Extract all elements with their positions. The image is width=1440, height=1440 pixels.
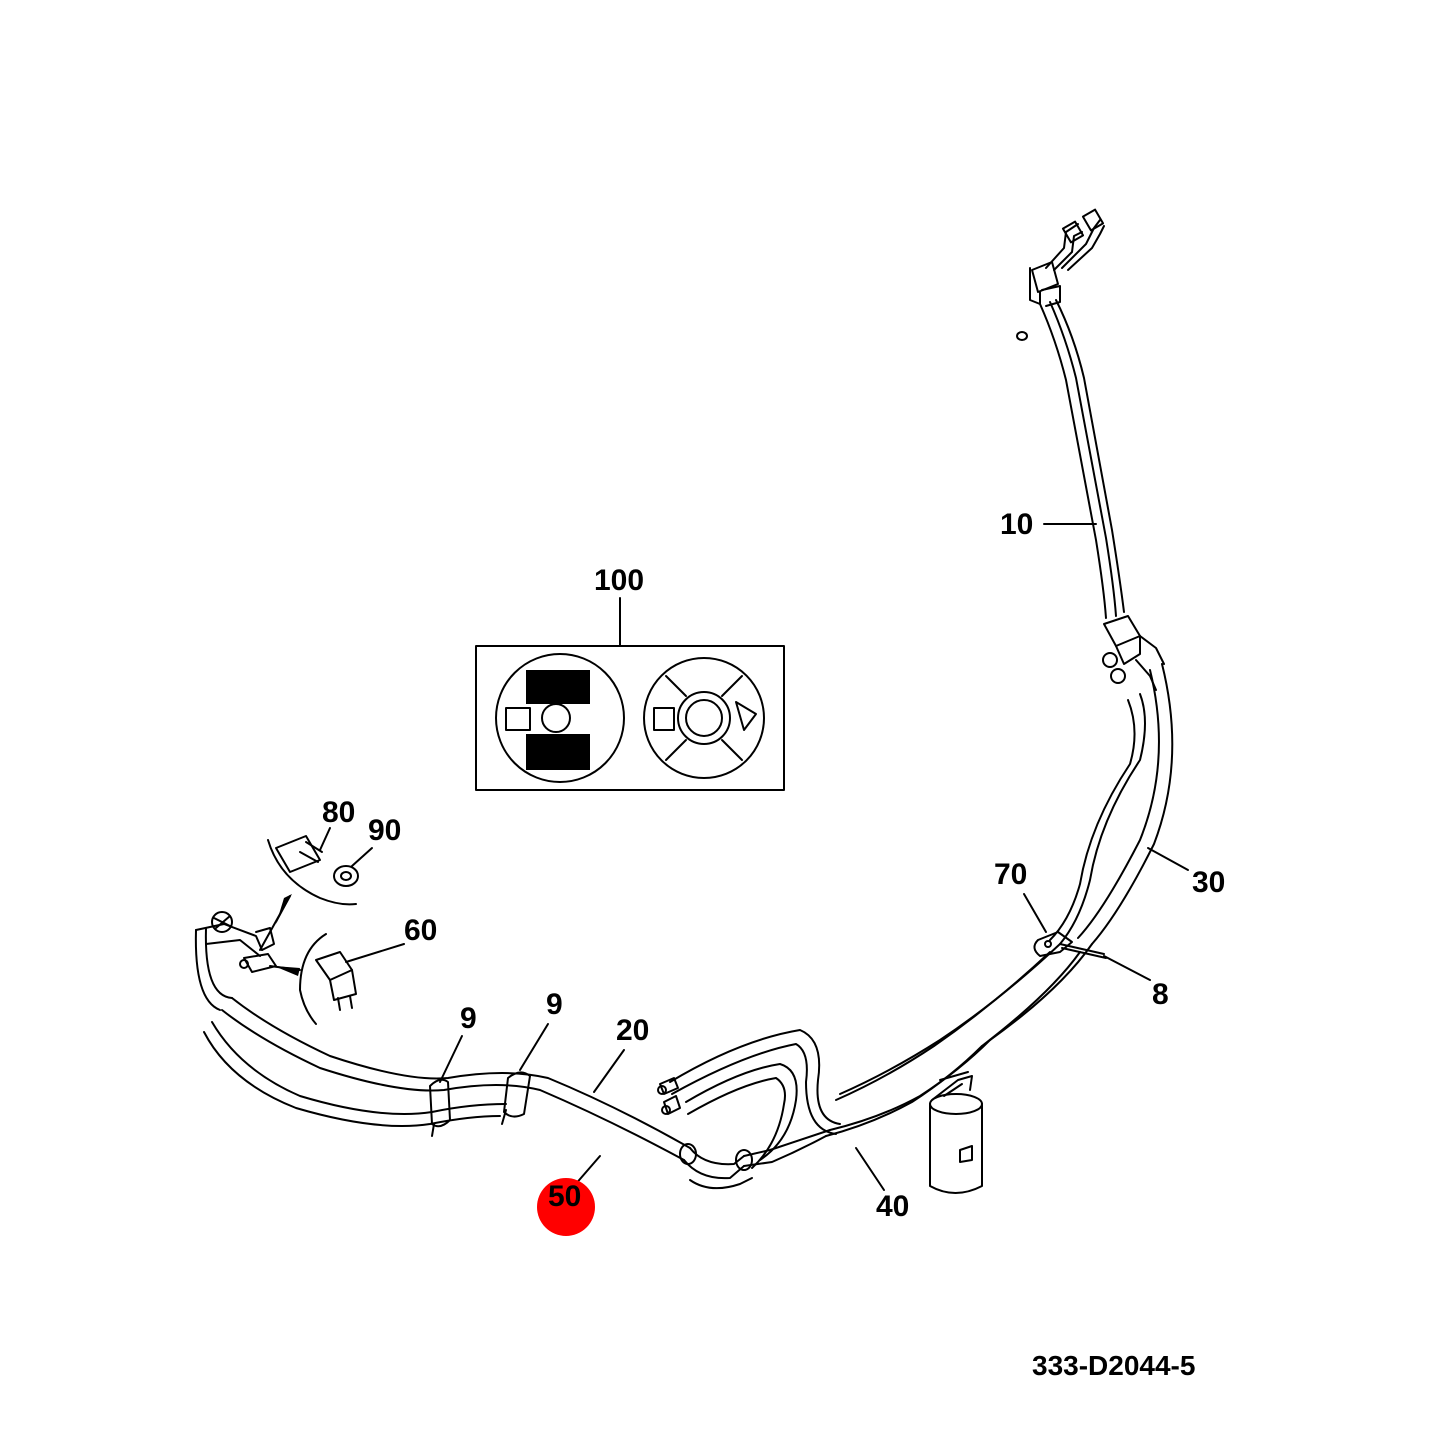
hose-30	[835, 663, 1174, 1101]
callout-100: 100	[594, 564, 645, 597]
callout-90: 90	[368, 814, 402, 847]
callout-40: 40	[876, 1190, 910, 1223]
mid-fitting-bracket	[1102, 615, 1165, 691]
hose-50	[203, 997, 831, 1190]
arrow-bolt	[276, 894, 292, 924]
clamp-9-right	[501, 1071, 531, 1125]
manifold-fitting	[194, 911, 277, 1011]
leader-lines	[259, 523, 1189, 1191]
callout-10: 10	[1000, 508, 1034, 541]
callout-30: 30	[1192, 866, 1226, 899]
receiver-drier	[929, 1075, 983, 1194]
detail-circle-switch	[299, 933, 357, 1025]
label-block-top	[526, 670, 590, 704]
label-block-bottom	[526, 734, 590, 770]
callout-9-right: 9	[546, 988, 563, 1021]
callout-80: 80	[322, 796, 356, 829]
highlight-marker	[537, 1178, 595, 1236]
hose-40	[825, 1039, 991, 1137]
callout-60: 60	[404, 914, 438, 947]
callout-20: 20	[616, 1014, 650, 1047]
arrow-switch	[274, 966, 300, 976]
drawing-id: 333-D2044-5	[1032, 1350, 1196, 1381]
label-plate-100	[475, 645, 785, 791]
tube-10	[1039, 299, 1125, 619]
detail-circle-bolt	[267, 835, 359, 906]
top-fitting-assembly	[1016, 208, 1105, 341]
callout-8: 8	[1152, 978, 1169, 1011]
callout-9-left: 9	[460, 1002, 477, 1035]
callout-50: 50	[548, 1180, 582, 1213]
callout-70: 70	[994, 858, 1028, 891]
clamp-70	[1033, 931, 1107, 959]
clamp-9-left	[429, 1078, 451, 1137]
hose-20	[657, 1029, 841, 1169]
